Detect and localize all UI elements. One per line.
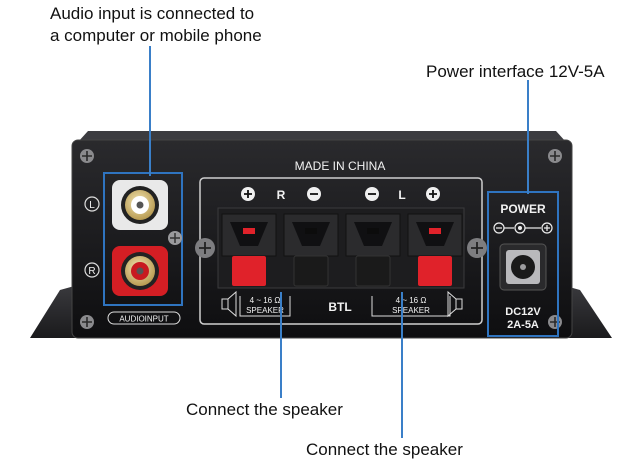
callout-speaker-2: Connect the speaker: [306, 440, 463, 459]
dc-polarity-icon: [493, 222, 553, 234]
speaker-right-label: SPEAKER: [392, 306, 430, 315]
speaker-terminal-r-minus[interactable]: [283, 213, 339, 257]
dc-power-jack[interactable]: [499, 243, 547, 291]
speaker-bracket-left: [239, 296, 291, 317]
audio-input-label: AUDIOINPUT: [119, 315, 168, 324]
channel-left-label: L: [89, 200, 95, 211]
channel-left-marker: [84, 196, 100, 212]
made-in-label: MADE IN CHINA: [295, 159, 386, 173]
polarity-plus-icon: [241, 187, 255, 201]
speaker-left-label: SPEAKER: [246, 306, 284, 315]
callout-speaker-1: Connect the speaker: [186, 400, 343, 419]
chassis-flange-left: [30, 285, 78, 338]
polarity-minus-icon: [307, 187, 321, 201]
polarity-plus-icon: [426, 187, 440, 201]
dc-current-label: 2A-5A: [507, 319, 539, 331]
chassis-flange-right: [562, 285, 612, 338]
callout-audio-line-1: Audio input is connected to: [50, 4, 255, 23]
channel-right-label: R: [88, 266, 95, 277]
speaker-terminal-l-plus[interactable]: [407, 213, 463, 257]
rca-jack-white[interactable]: [112, 180, 168, 230]
dc-voltage-label: DC12V: [505, 306, 541, 318]
screw-icon: [548, 149, 562, 163]
audio-input-highlight: [103, 172, 183, 306]
polarity-minus-icon: [365, 187, 379, 201]
spring-clip-black[interactable]: [355, 255, 391, 287]
audio-input-label-frame: [107, 311, 181, 325]
terminal-screw-left-icon: [195, 238, 215, 258]
back-panel-bevel: [71, 139, 573, 339]
speaker-terminal-l-minus[interactable]: [345, 213, 401, 257]
screw-icon: [80, 315, 94, 329]
screw-icon: [548, 315, 562, 329]
impedance-left: 4 ~ 16 Ω: [250, 296, 281, 305]
power-label: POWER: [500, 202, 546, 216]
spring-clip-black[interactable]: [293, 255, 329, 287]
terminal-r-label: R: [277, 188, 286, 202]
callout-audio-line-2: a computer or mobile phone: [50, 26, 262, 45]
screw-icon: [80, 149, 94, 163]
callout-power: Power interface 12V-5A: [426, 62, 605, 81]
speaker-icon: [221, 290, 237, 318]
terminal-l-label: L: [398, 188, 405, 202]
chassis-top-edge: [78, 131, 566, 142]
power-highlight: [487, 191, 559, 337]
rca-jack-red[interactable]: [112, 246, 168, 296]
speaker-bracket-right: [371, 296, 451, 317]
spring-clip-red[interactable]: [232, 256, 266, 286]
channel-right-marker: [84, 262, 100, 278]
btl-label: BTL: [328, 300, 351, 314]
ground-post: [168, 231, 182, 245]
speaker-icon: [447, 290, 463, 318]
spring-clip-red[interactable]: [418, 256, 452, 286]
speaker-terminal-r-plus[interactable]: [221, 213, 277, 257]
terminal-screw-right-icon: [467, 238, 487, 258]
impedance-right: 4 ~ 16 Ω: [396, 296, 427, 305]
